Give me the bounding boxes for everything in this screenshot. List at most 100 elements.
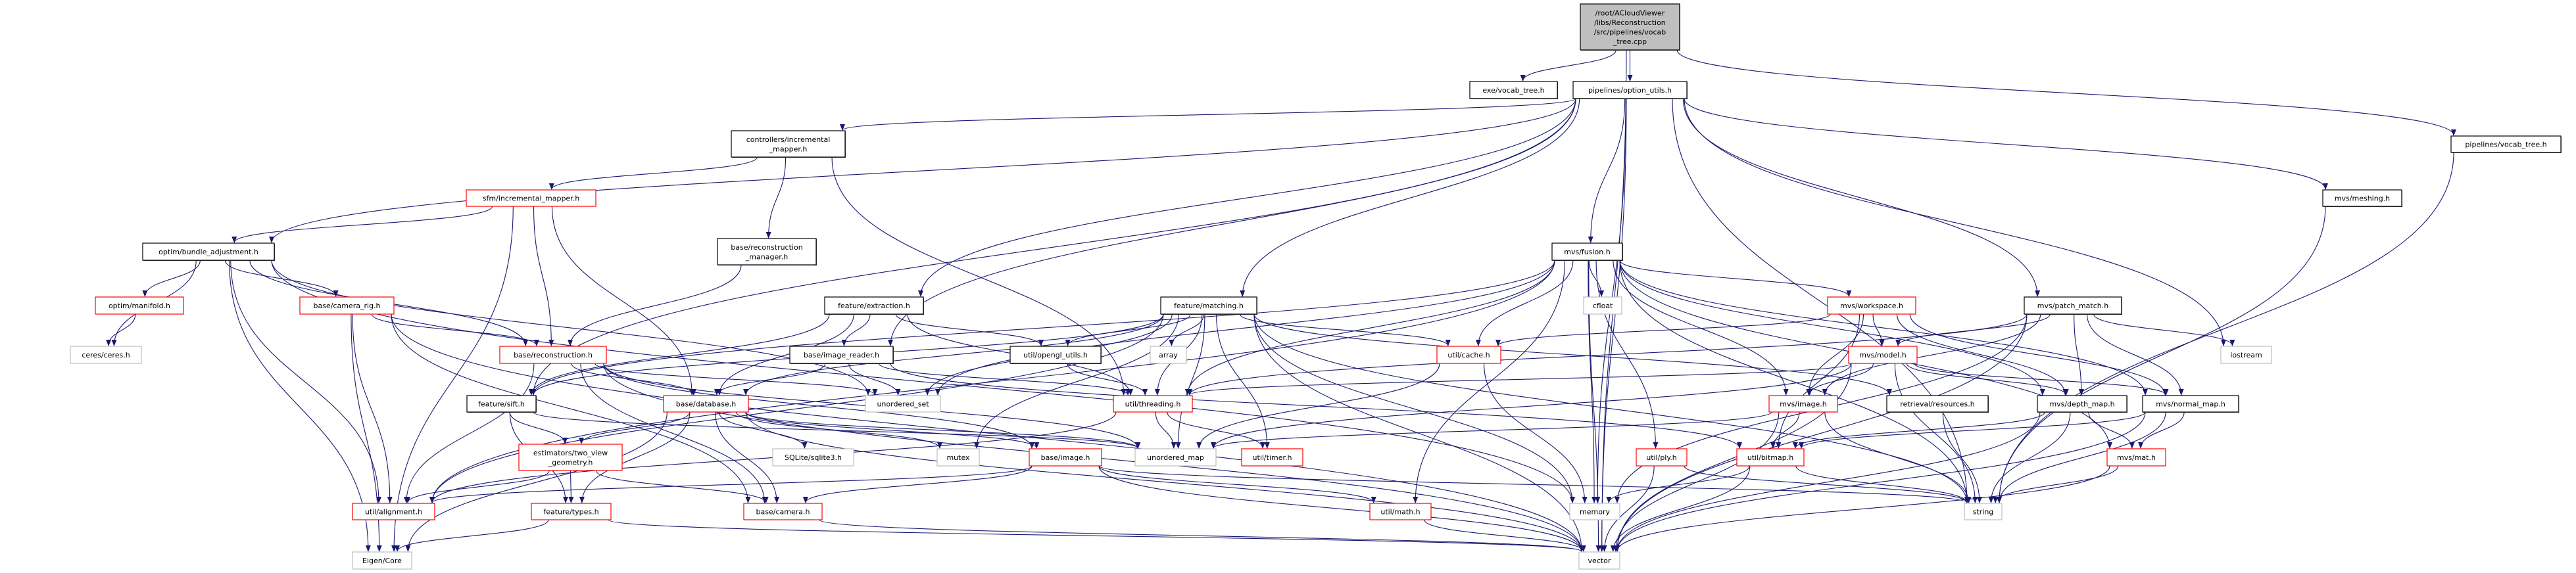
node-box — [1160, 296, 1257, 315]
node-box — [1578, 551, 1620, 570]
edge-feature_matching-to-retrieval_resources — [1253, 313, 1892, 396]
edge-mvs_model-to-mvs_depth_map — [1906, 363, 2069, 396]
edge-sfm_incremental_mapper-to-eigen_core — [391, 206, 514, 552]
node-box — [70, 346, 142, 364]
node-feature_matching[interactable]: feature/matching.h — [1160, 296, 1257, 315]
node-util_timer[interactable]: util/timer.h — [1241, 448, 1303, 467]
node-label: retrieval/resources.h — [1900, 400, 1975, 409]
edge-util_ply-to-string — [1684, 465, 1970, 503]
node-box — [299, 296, 395, 315]
node-label: string — [1973, 508, 1994, 516]
node-base_image[interactable]: base/image.h — [1029, 448, 1102, 467]
node-label: mvs/image.h — [1780, 400, 1826, 409]
node-util_cache[interactable]: util/cache.h — [1436, 346, 1501, 364]
edge-root-to-pipelines_vocab_tree — [1676, 49, 2456, 136]
edge-optim_manifold-to-ceres — [106, 313, 136, 346]
node-base_reconstruction_manager[interactable]: base/reconstruction_manager.h — [717, 238, 817, 265]
node-pipelines_vocab_tree[interactable]: pipelines/vocab_tree.h — [2450, 135, 2562, 153]
edge-mvs_model-to-mvs_image — [1807, 363, 1874, 396]
node-util_math[interactable]: util/math.h — [1369, 503, 1432, 520]
node-label: SQLite/sqlite3.h — [785, 453, 842, 462]
node-box — [1241, 448, 1303, 467]
node-box — [2106, 448, 2166, 467]
edge-mvs_fusion-to-mvs_workspace — [1619, 260, 1852, 297]
node-mvs_workspace[interactable]: mvs/workspace.h — [1827, 296, 1916, 315]
edge-mvs_model-to-unordered_map — [1211, 363, 1852, 449]
edge-mvs_fusion-to-util_threading — [1184, 260, 1555, 396]
node-mvs_meshing[interactable]: mvs/meshing.h — [2322, 189, 2402, 207]
node-box — [1827, 296, 1916, 315]
node-eigen_core: Eigen/Core — [352, 551, 412, 570]
edge-optim_bundle_adjustment-to-util_alignment — [230, 260, 381, 503]
node-label: Eigen/Core — [362, 557, 402, 565]
node-label: mvs/mat.h — [2117, 453, 2156, 462]
edge-option_utils-to-feature_matching — [1240, 98, 1580, 297]
edge-mvs_normal_map-to-string — [1997, 411, 2166, 503]
node-base_database[interactable]: base/database.h — [663, 395, 749, 413]
node-mvs_model[interactable]: mvs/model.h — [1848, 346, 1918, 364]
edge-base_image-to-util_math — [1098, 465, 1376, 503]
node-controllers_incremental_mapper[interactable]: controllers/incremental_mapper.h — [731, 130, 846, 158]
node-util_alignment[interactable]: util/alignment.h — [352, 503, 435, 520]
node-mvs_depth_map[interactable]: mvs/depth_map.h — [2037, 395, 2127, 413]
node-base_camera_rig[interactable]: base/camera_rig.h — [299, 296, 395, 315]
node-base_image_reader[interactable]: base/image_reader.h — [789, 346, 894, 364]
node-box — [772, 448, 854, 467]
edge-base_database-to-eigen_core — [405, 411, 668, 552]
node-box — [1569, 503, 1620, 520]
edge-mvs_fusion-to-util_alignment — [429, 260, 1555, 503]
node-retrieval_resources[interactable]: retrieval/resources.h — [1886, 395, 1989, 413]
edge-mvs_fusion-to-mvs_image — [1613, 260, 1789, 396]
edge-option_utils-to-string — [1672, 98, 1970, 503]
node-exe_vocab_tree[interactable]: exe/vocab_tree.h — [1469, 81, 1558, 99]
edge-feature_matching-to-mutex — [974, 313, 1179, 449]
edge-option_utils-to-base_image_reader — [888, 98, 1576, 346]
node-box — [1580, 3, 1680, 51]
node-feature_sift[interactable]: feature/sift.h — [466, 395, 537, 413]
node-ceres: ceres/ceres.h — [70, 346, 142, 364]
edge-option_utils-to-mvs_meshing — [1684, 98, 2328, 190]
node-iostream: iostream — [2220, 346, 2272, 364]
node-mvs_image[interactable]: mvs/image.h — [1768, 395, 1838, 413]
edge-util_cache-to-unordered_map — [1196, 363, 1440, 449]
edge-base_image_reader-to-util_bitmap — [890, 363, 1742, 449]
node-label: controllers/incremental — [746, 135, 831, 144]
node-label: base/database.h — [676, 400, 736, 409]
edge-util_bitmap-to-vector — [1610, 465, 1751, 552]
edge-feature_matching-to-util_alignment — [429, 313, 1164, 503]
edge-option_utils-to-vector — [1599, 98, 1627, 552]
node-util_opengl_utils[interactable]: util/opengl_utils.h — [1009, 346, 1102, 364]
edge-base_database-to-vector — [745, 411, 1584, 552]
edge-mvs_normal_map-to-util_bitmap — [1799, 411, 2146, 449]
node-base_reconstruction[interactable]: base/reconstruction.h — [499, 346, 607, 364]
edge-base_image-to-base_camera — [802, 465, 1033, 503]
node-sfm_incremental_mapper[interactable]: sfm/incremental_mapper.h — [466, 189, 596, 207]
edge-mvs_fusion-to-cfloat — [1588, 260, 1605, 297]
node-mvs_mat[interactable]: mvs/mat.h — [2106, 448, 2166, 467]
node-box — [1469, 81, 1558, 99]
edge-base_database-to-base_camera — [714, 411, 780, 503]
node-estimators_two_view_geometry[interactable]: estimators/two_view_geometry.h — [518, 444, 623, 471]
node-feature_types[interactable]: feature/types.h — [531, 503, 612, 520]
node-option_utils[interactable]: pipelines/option_utils.h — [1572, 81, 1688, 99]
node-util_ply[interactable]: util/ply.h — [1636, 448, 1688, 467]
node-mvs_fusion[interactable]: mvs/fusion.h — [1551, 242, 1623, 261]
node-optim_bundle_adjustment[interactable]: optim/bundle_adjustment.h — [142, 242, 275, 261]
node-label: pipelines/vocab_tree.h — [2465, 141, 2546, 149]
edge-mvs_meshing-to-string — [1997, 206, 2326, 503]
edge-mvs_depth_map-to-string — [1988, 411, 2071, 503]
node-base_camera[interactable]: base/camera.h — [743, 503, 823, 520]
edges-layer — [106, 49, 2456, 552]
node-util_threading[interactable]: util/threading.h — [1113, 395, 1193, 413]
node-label: ceres/ceres.h — [82, 351, 130, 359]
node-util_bitmap[interactable]: util/bitmap.h — [1736, 448, 1805, 467]
node-mvs_normal_map[interactable]: mvs/normal_map.h — [2142, 395, 2239, 413]
node-feature_extraction[interactable]: feature/extraction.h — [824, 296, 924, 315]
node-box — [1636, 448, 1688, 467]
node-root[interactable]: /root/ACloudViewer/libs/Reconstruction/s… — [1580, 3, 1680, 51]
edge-pipelines_vocab_tree-to-string — [1997, 152, 2454, 503]
node-mvs_patch_match[interactable]: mvs/patch_match.h — [2024, 296, 2122, 315]
node-optim_manifold[interactable]: optim/manifold.h — [95, 296, 184, 315]
edge-option_utils-to-iostream — [1684, 98, 2226, 346]
edge-feature_matching-to-unordered_map — [1175, 313, 1205, 449]
